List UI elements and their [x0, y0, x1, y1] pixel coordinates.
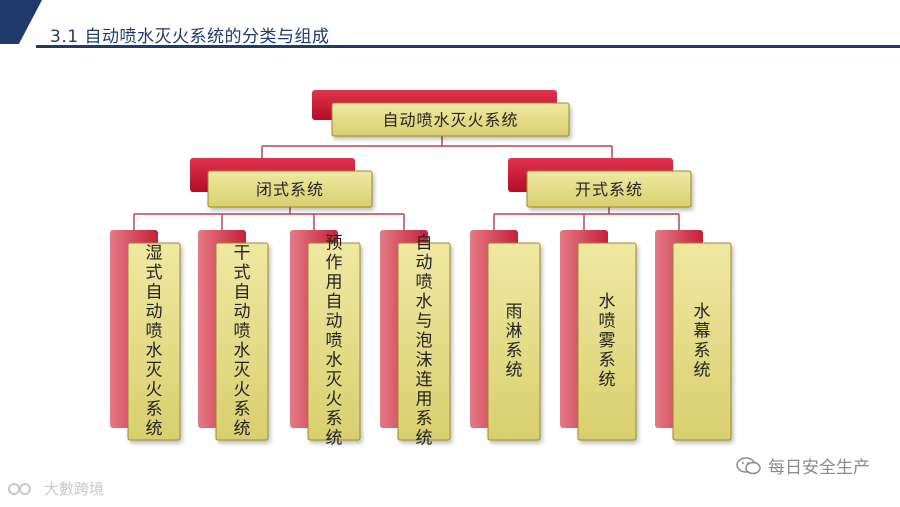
leaf-node-0-3: 自动喷水与泡沫连用系统 [380, 230, 451, 449]
leaf-node-1-0: 雨淋系统 [470, 230, 541, 441]
leaf-node-0-2: 预作用自动喷水灭火系统 [290, 230, 361, 449]
watermark-right-text: 每日安全生产 [768, 458, 870, 478]
watermark-left-text: 大數跨境 [44, 480, 105, 498]
leaf-node-1-2: 水幕系统 [655, 230, 732, 441]
leaf-node-0-0-front [127, 242, 181, 441]
leaf-node-1-0-label: 雨淋系统 [506, 302, 523, 381]
root-node: 自动喷水灭火系统 [312, 90, 570, 137]
branch-node-1-front [526, 170, 692, 208]
leaf-node-0-3-front [397, 242, 451, 441]
leaf-node-1-2-label: 水幕系统 [694, 302, 711, 381]
branch-node-1-label: 开式系统 [575, 180, 643, 199]
wechat-icon [736, 456, 761, 474]
leaf-node-0-1-front [215, 242, 269, 441]
leaf-node-1-2-front [672, 242, 732, 441]
leaf-node-0-1-label: 干式自动喷水灭火系统 [234, 243, 251, 439]
root-node-front [331, 102, 570, 137]
watermark-wechat: 每日安全生产 [736, 453, 870, 478]
leaf-node-0-2-label: 预作用自动喷水灭火系统 [326, 234, 343, 449]
leaf-node-0-0: 湿式自动喷水灭火系统 [110, 230, 181, 441]
root-node-label: 自动喷水灭火系统 [382, 110, 518, 129]
leaf-node-1-1-front [577, 242, 637, 441]
page-title: 3.1 自动喷水灭火系统的分类与组成 [50, 27, 330, 47]
leaf-node-0-2-front [307, 242, 361, 441]
connector-lines [133, 136, 680, 230]
brand-logo-icon [8, 482, 31, 495]
leaf-node-1-0-front [487, 242, 541, 441]
leaf-node-0-0-label: 湿式自动喷水灭火系统 [146, 243, 163, 439]
leaf-node-1-1-label: 水喷雾系统 [599, 292, 616, 390]
branch-node-0: 闭式系统 [190, 158, 373, 208]
branch-node-0-label: 闭式系统 [256, 180, 324, 199]
leaf-node-0-1: 干式自动喷水灭火系统 [198, 230, 269, 441]
header-divider [36, 45, 900, 48]
leaf-node-0-3-label: 自动喷水与泡沫连用系统 [416, 234, 433, 449]
leaf-node-1-1: 水喷雾系统 [560, 230, 637, 441]
branch-node-0-front [207, 170, 373, 208]
watermark-brand: 大數跨境 [8, 478, 104, 499]
branch-node-1: 开式系统 [508, 158, 692, 208]
